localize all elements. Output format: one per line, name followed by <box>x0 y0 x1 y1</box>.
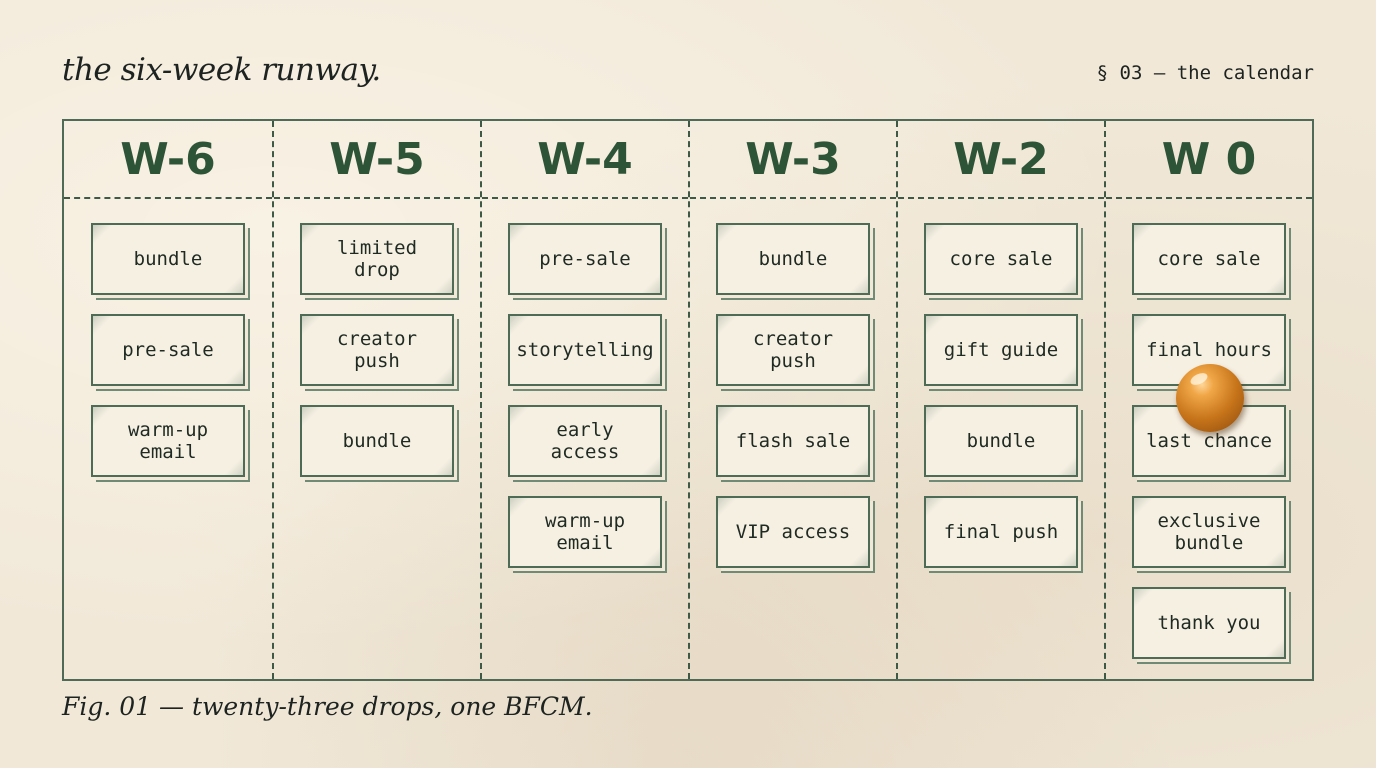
card-label: last chance <box>1146 430 1272 452</box>
drop-card[interactable]: bundle <box>715 223 870 295</box>
drop-card[interactable]: early access <box>507 405 662 477</box>
drop-card[interactable]: warm-up email <box>90 405 245 477</box>
card-list: bundle pre-sale warm-up email <box>64 199 272 477</box>
drop-card[interactable]: VIP access <box>715 496 870 568</box>
drop-card[interactable]: flash sale <box>715 405 870 477</box>
card-label: creator push <box>752 328 834 372</box>
card-label: exclusive bundle <box>1157 510 1261 554</box>
card-list: core sale final hours last chance exclus… <box>1106 199 1312 659</box>
week-column: W-6 bundle pre-sale warm-up email <box>64 121 272 679</box>
card-label: pre-sale <box>539 248 631 270</box>
week-heading: W 0 <box>1105 121 1312 199</box>
drop-card[interactable]: creator push <box>299 314 454 386</box>
drop-card[interactable]: pre-sale <box>90 314 245 386</box>
card-label: early access <box>550 419 620 463</box>
drop-card[interactable]: bundle <box>90 223 245 295</box>
week-column: W 0 core sale final hours last chance ex… <box>1103 121 1312 679</box>
card-label: bundle <box>342 430 412 452</box>
drop-card[interactable]: core sale <box>1131 223 1286 295</box>
week-heading: W-6 <box>64 121 272 199</box>
pushpin-marker[interactable] <box>1176 364 1244 432</box>
card-label: storytelling <box>516 339 654 361</box>
card-label: final push <box>943 521 1059 543</box>
card-label: warm-up email <box>127 419 209 463</box>
drop-card[interactable]: storytelling <box>507 314 662 386</box>
week-column: W-3 bundle creator push flash sale VIP a… <box>687 121 896 679</box>
drop-card[interactable]: pre-sale <box>507 223 662 295</box>
drop-card[interactable]: bundle <box>299 405 454 477</box>
card-label: core sale <box>1157 248 1261 270</box>
week-heading: W-3 <box>689 121 896 199</box>
drop-card[interactable]: thank you <box>1131 587 1286 659</box>
drop-card[interactable]: exclusive bundle <box>1131 496 1286 568</box>
card-label: VIP access <box>735 521 851 543</box>
card-label: limited drop <box>336 237 418 281</box>
card-label: final hours <box>1146 339 1272 361</box>
card-label: thank you <box>1157 612 1261 634</box>
card-label: gift guide <box>943 339 1059 361</box>
week-column: W-2 core sale gift guide bundle final pu… <box>895 121 1104 679</box>
card-label: flash sale <box>735 430 851 452</box>
card-list: limited drop creator push bundle <box>274 199 480 477</box>
drop-card[interactable]: bundle <box>923 405 1078 477</box>
week-column: W-4 pre-sale storytelling early access w… <box>479 121 688 679</box>
card-label: warm-up email <box>544 510 626 554</box>
card-list: bundle creator push flash sale VIP acces… <box>690 199 896 568</box>
card-label: bundle <box>758 248 828 270</box>
drop-card[interactable]: gift guide <box>923 314 1078 386</box>
card-label: pre-sale <box>122 339 214 361</box>
week-column: W-5 limited drop creator push bundle <box>271 121 480 679</box>
drop-card[interactable]: limited drop <box>299 223 454 295</box>
card-label: bundle <box>133 248 203 270</box>
card-label: core sale <box>949 248 1053 270</box>
drop-card[interactable]: final push <box>923 496 1078 568</box>
page-title: the six-week runway. <box>62 52 381 88</box>
week-heading: W-5 <box>273 121 480 199</box>
card-label: creator push <box>336 328 418 372</box>
card-label: bundle <box>966 430 1036 452</box>
figure-caption: Fig. 01 — twenty-three drops, one BFCM. <box>62 692 593 721</box>
drop-card[interactable]: core sale <box>923 223 1078 295</box>
week-heading: W-4 <box>481 121 688 199</box>
drop-card[interactable]: creator push <box>715 314 870 386</box>
calendar-board: W-6 bundle pre-sale warm-up email W-5 li… <box>62 119 1314 681</box>
drop-card[interactable]: warm-up email <box>507 496 662 568</box>
week-heading: W-2 <box>897 121 1104 199</box>
card-list: pre-sale storytelling early access warm-… <box>482 199 688 568</box>
card-list: core sale gift guide bundle final push <box>898 199 1104 568</box>
section-label: § 03 — the calendar <box>1096 62 1314 84</box>
